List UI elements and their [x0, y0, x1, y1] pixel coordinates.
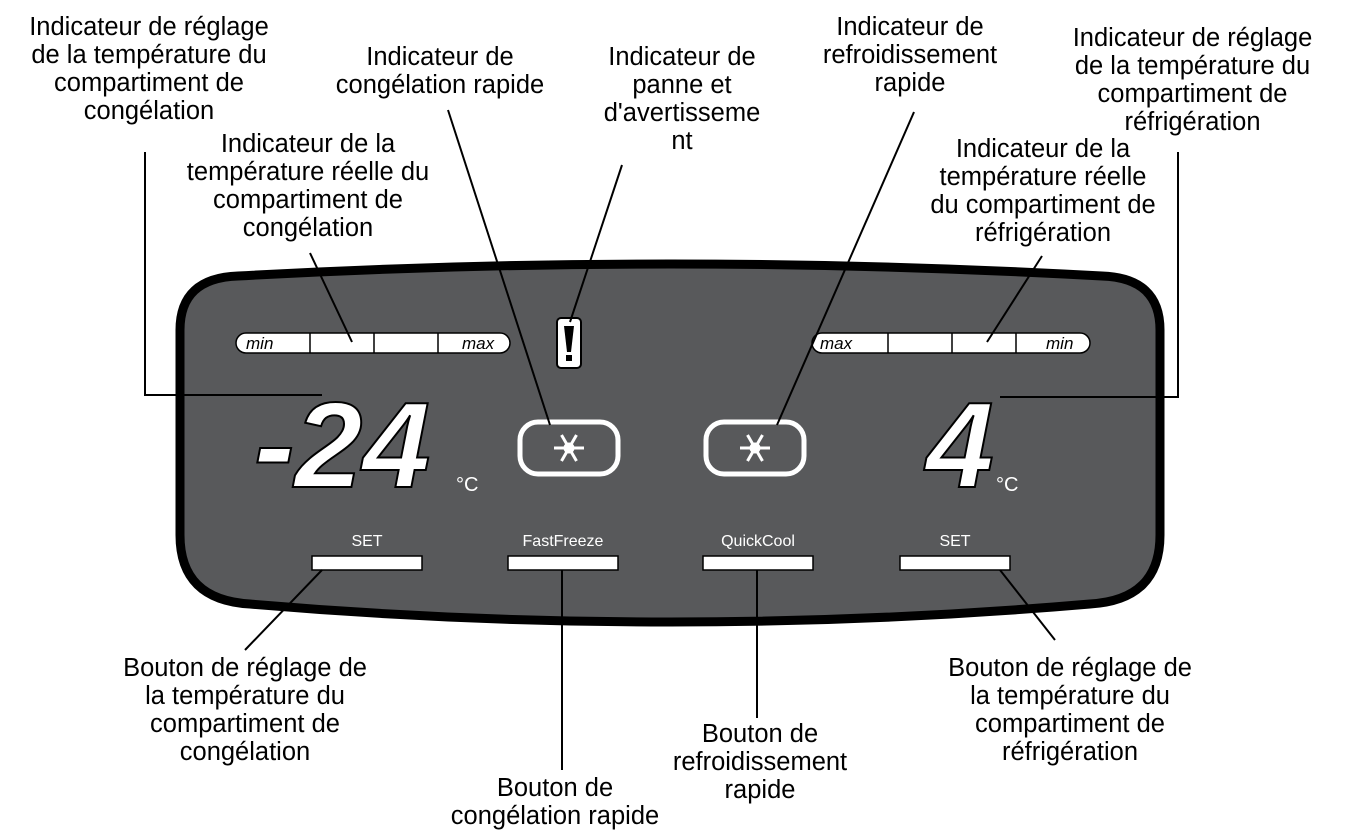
callout-freezer-setting-indicator: Indicateur de réglage de la température …: [29, 13, 269, 125]
callout-fast-freeze-button: Bouton de congélation rapide: [450, 774, 660, 830]
fridge-set-button[interactable]: [899, 555, 1011, 571]
leader-fridge-setting: [1000, 152, 1179, 398]
leader-freezer-button: [244, 569, 323, 651]
snowflake-icon: [554, 434, 584, 462]
freezer-temperature-display: -24: [254, 377, 430, 513]
fast-freeze-indicator: [517, 419, 621, 477]
fridge-scale-max-label: max: [820, 334, 853, 353]
freezer-scale-max-label: max: [462, 334, 495, 353]
callout-freezer-actual-indicator: Indicateur de la température réelle du c…: [186, 130, 430, 242]
fridge-temperature-unit: °C: [996, 474, 1018, 496]
fridge-set-label: SET: [939, 533, 970, 550]
fridge-temperature-scale: max min: [811, 332, 1091, 354]
fridge-scale-min-label: min: [1046, 334, 1073, 353]
callout-fridge-setting-indicator: Indicateur de réglage de la température …: [1072, 24, 1313, 136]
freezer-temperature-unit: °C: [456, 474, 478, 496]
leader-freezer-setting: [144, 152, 322, 396]
freezer-set-button[interactable]: [311, 555, 423, 571]
fast-freeze-label: FastFreeze: [523, 533, 604, 550]
leader-freezer-actual: [309, 252, 353, 343]
callout-alarm-indicator: Indicateur de panne et d'avertisseme nt: [603, 43, 761, 155]
leader-alarm: [569, 164, 623, 323]
callout-fridge-set-button: Bouton de réglage de la température du c…: [948, 654, 1192, 766]
callout-quick-cool-indicator: Indicateur de refroidissement rapide: [822, 13, 998, 97]
callout-fridge-actual-indicator: Indicateur de la température réelle du c…: [930, 135, 1156, 247]
callout-freezer-set-button: Bouton de réglage de la température du c…: [123, 654, 367, 766]
quick-cool-label: QuickCool: [721, 533, 795, 550]
leader-fast-freeze: [447, 109, 551, 426]
leader-fridge-actual: [986, 255, 1043, 343]
callout-fast-freeze-indicator: Indicateur de congélation rapide: [335, 43, 545, 99]
callout-quick-cool-button: Bouton de refroidissement rapide: [672, 720, 848, 804]
freezer-temperature-scale: min max: [235, 332, 511, 354]
snowflake-icon: [740, 434, 770, 462]
leader-lines: [144, 109, 1179, 770]
fridge-temperature-display: 4: [923, 377, 994, 513]
exclamation-icon: [556, 317, 582, 369]
freezer-set-label: SET: [351, 533, 382, 550]
quick-cool-button[interactable]: [702, 555, 814, 571]
freezer-scale-min-label: min: [246, 334, 273, 353]
leader-fridge-button: [999, 569, 1056, 641]
leader-quick-cool: [776, 111, 915, 426]
quick-cool-indicator: [703, 419, 807, 477]
fast-freeze-button[interactable]: [507, 555, 619, 571]
